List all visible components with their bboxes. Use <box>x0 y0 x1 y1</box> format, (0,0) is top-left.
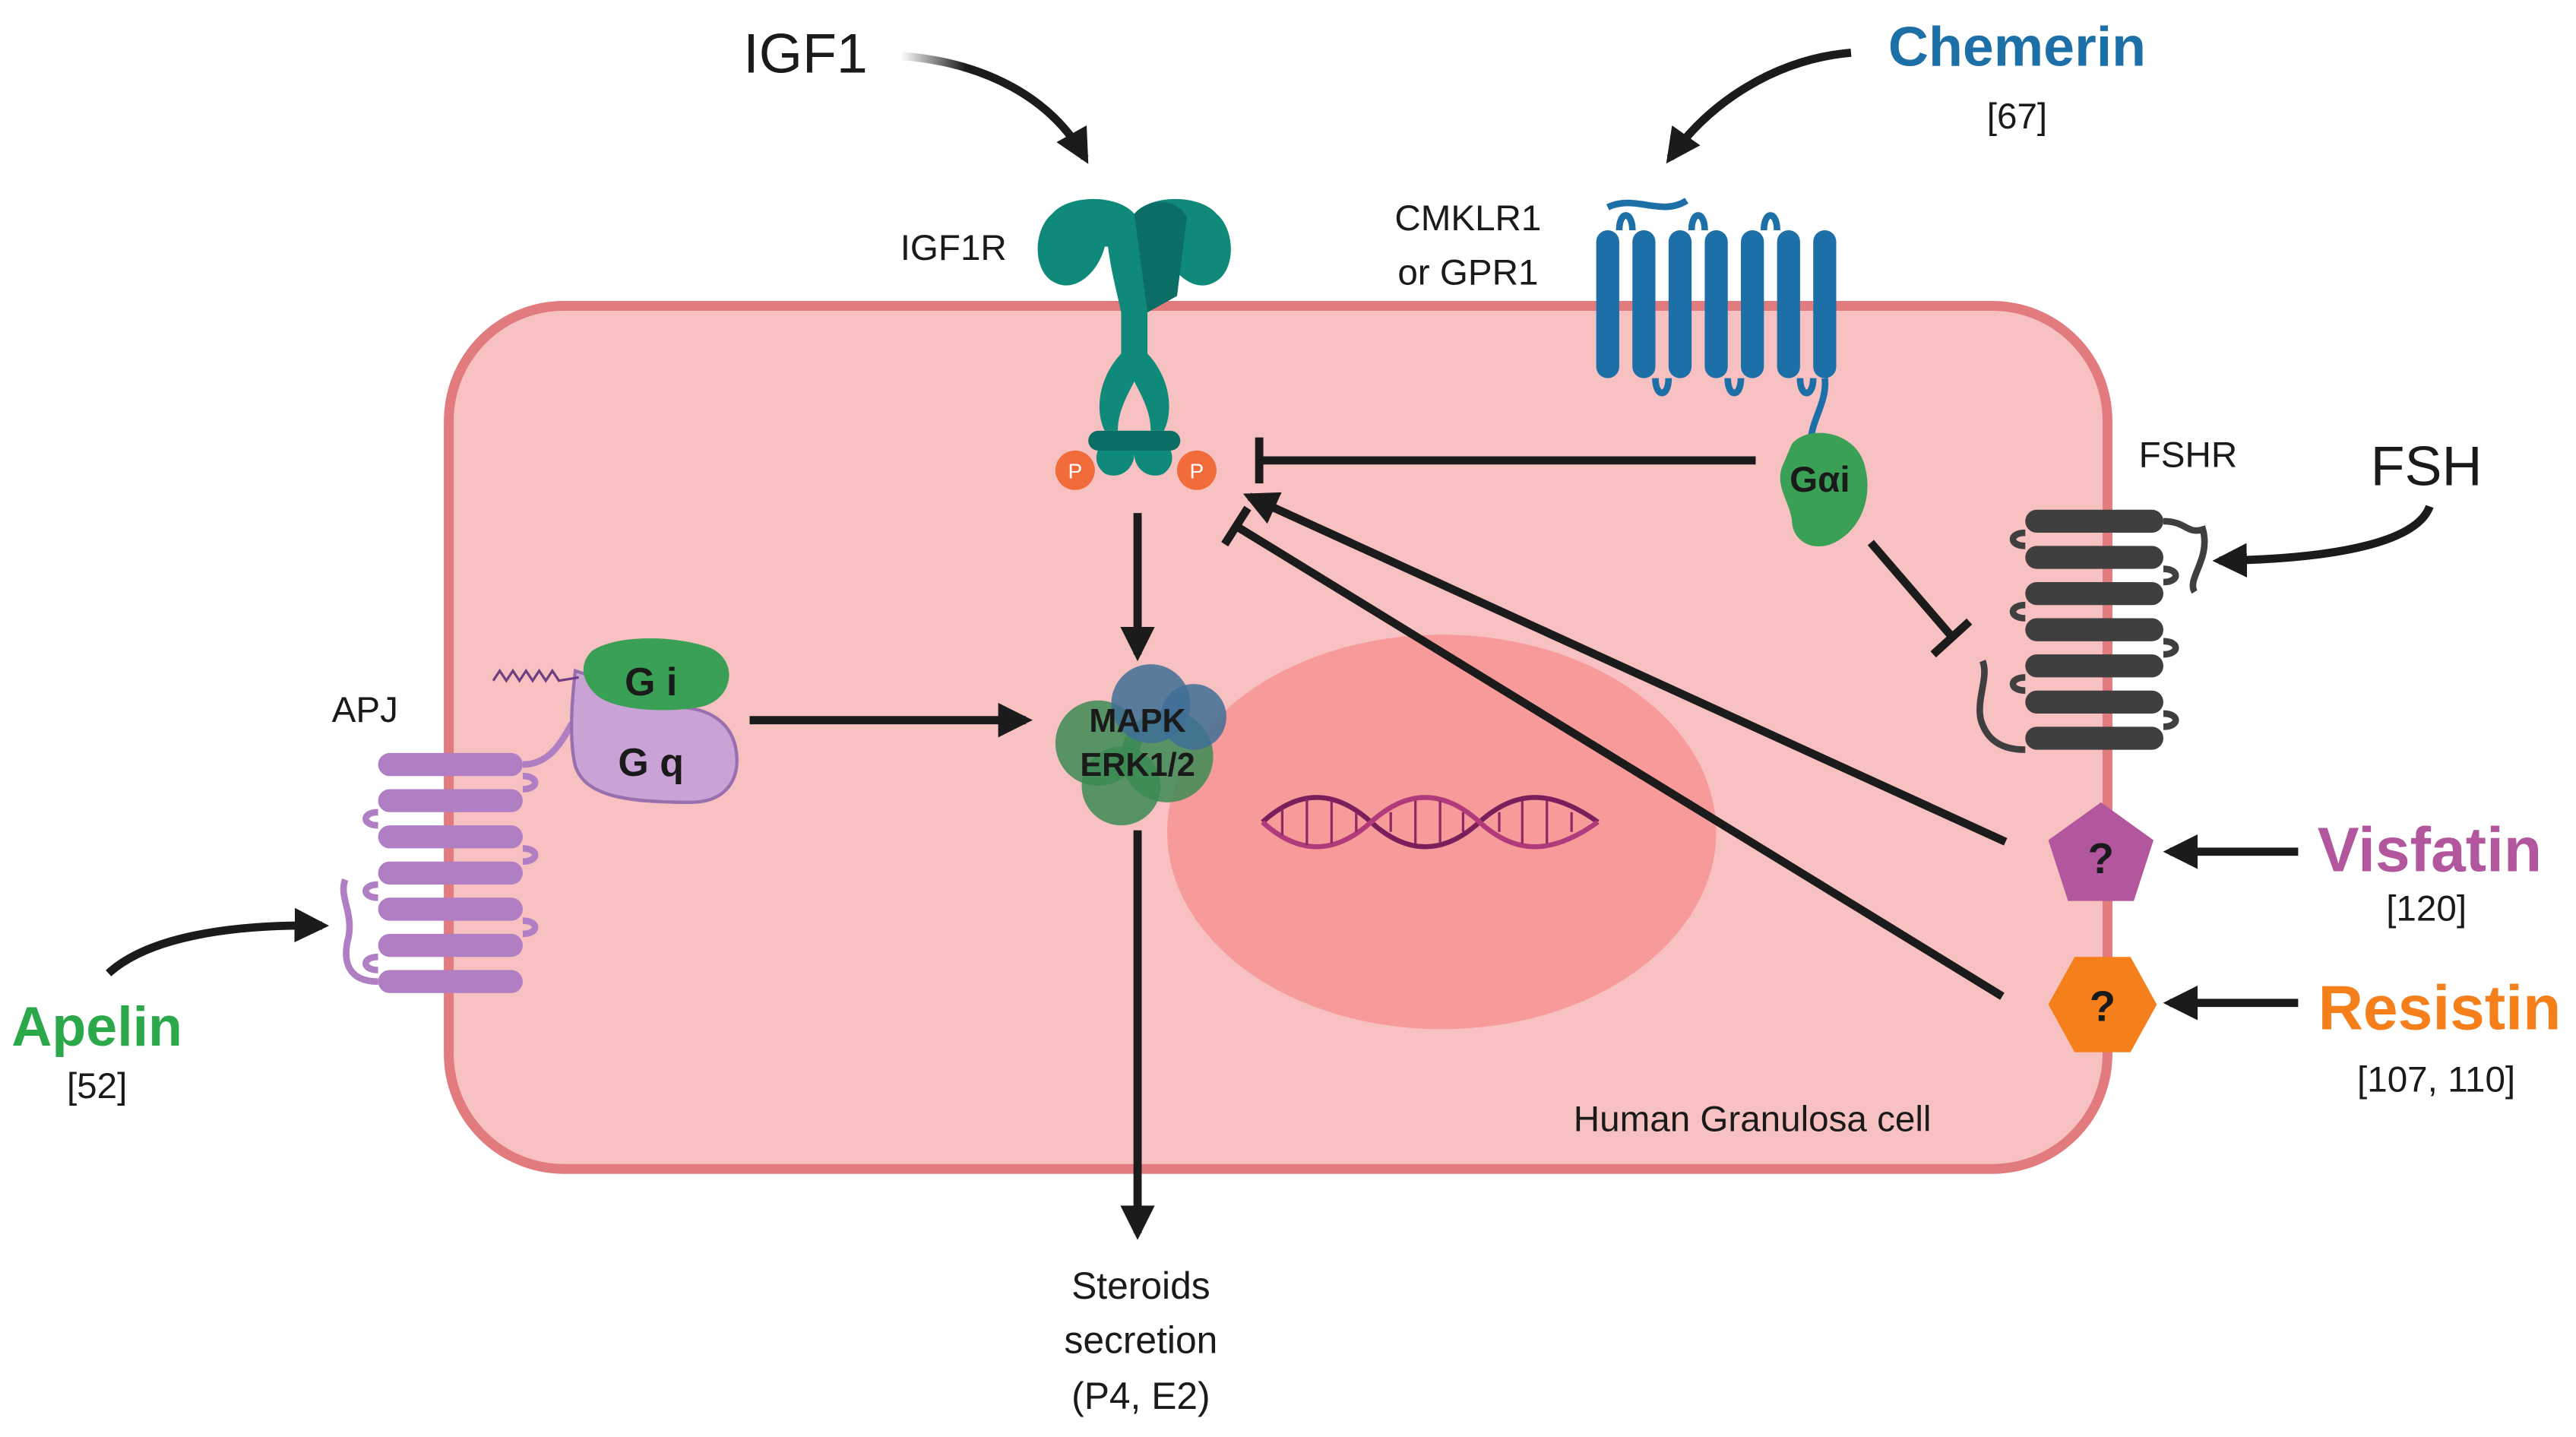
resistin-receptor-icon: ? <box>2048 957 2157 1052</box>
resistin-label: Resistin <box>2318 973 2562 1043</box>
nucleus <box>1166 635 1717 1030</box>
apelin-reference: [52] <box>67 1066 127 1106</box>
dna-icon <box>1261 795 1600 850</box>
phospho-left-label: P <box>1068 460 1082 483</box>
apj-receptor-icon <box>340 721 575 993</box>
apelin-to-apj-arrow <box>106 907 330 976</box>
visfatin-reference: [120] <box>2386 889 2467 929</box>
fsh-to-fshr-arrow <box>2212 505 2434 578</box>
igf1r-receptor-icon <box>1037 198 1231 476</box>
steroids-label-line2: secretion <box>1064 1319 1217 1362</box>
igf1-to-igf1r-arrow <box>900 52 1089 164</box>
visfatin-to-igf1r-arrow <box>1242 492 2008 846</box>
igf1r-label: IGF1R <box>900 228 1007 268</box>
cmklr1-label: CMKLR1 <box>1394 198 1541 239</box>
gq-label: G q <box>618 741 684 785</box>
phospho-right-label: P <box>1190 460 1204 483</box>
resistin-question-mark: ? <box>2090 983 2116 1030</box>
mapk-label: MAPK <box>1089 703 1185 739</box>
fsh-label: FSH <box>2371 434 2483 497</box>
lipid-anchor-icon <box>492 668 579 683</box>
cmklr1-receptor-icon <box>1596 198 1837 445</box>
erk-label: ERK1/2 <box>1080 747 1195 783</box>
fshr-receptor-icon <box>1976 509 2208 753</box>
phospho-group-left-icon: P <box>1055 450 1095 490</box>
phospho-group-right-icon: P <box>1176 450 1217 490</box>
g-alpha-i-protein-icon: Gαi <box>1780 432 1868 547</box>
fshr-label: FSHR <box>2139 435 2238 476</box>
steroids-label-line3: (P4, E2) <box>1071 1375 1210 1417</box>
visfatin-label: Visfatin <box>2318 816 2542 885</box>
resistin-inhibit-igf1r-line <box>1234 522 2005 1000</box>
gpr1-label: or GPR1 <box>1397 252 1538 293</box>
chemerin-to-cmklr1-arrow <box>1666 48 1852 164</box>
apelin-label: Apelin <box>11 995 182 1058</box>
gi-label: G i <box>625 660 677 704</box>
gi-protein-icon: G i <box>583 638 729 711</box>
chemerin-label: Chemerin <box>1888 15 2146 78</box>
resistin-reference: [107, 110] <box>2357 1060 2515 1100</box>
g-alpha-i-label: Gαi <box>1790 460 1850 500</box>
gai-inhibit-fshr-line <box>1867 540 1957 641</box>
signaling-arrows <box>106 48 2434 1240</box>
chemerin-reference: [67] <box>1987 97 2047 137</box>
visfatin-question-mark: ? <box>2088 834 2114 882</box>
igf1-label: IGF1 <box>743 21 867 84</box>
steroids-label-line1: Steroids <box>1071 1264 1210 1307</box>
mapk-erk-complex-icon: MAPK ERK1/2 <box>1055 664 1226 826</box>
visfatin-receptor-icon: ? <box>2048 802 2154 901</box>
cell-type-label: Human Granulosa cell <box>1574 1100 1932 1140</box>
apj-label: APJ <box>332 690 398 730</box>
